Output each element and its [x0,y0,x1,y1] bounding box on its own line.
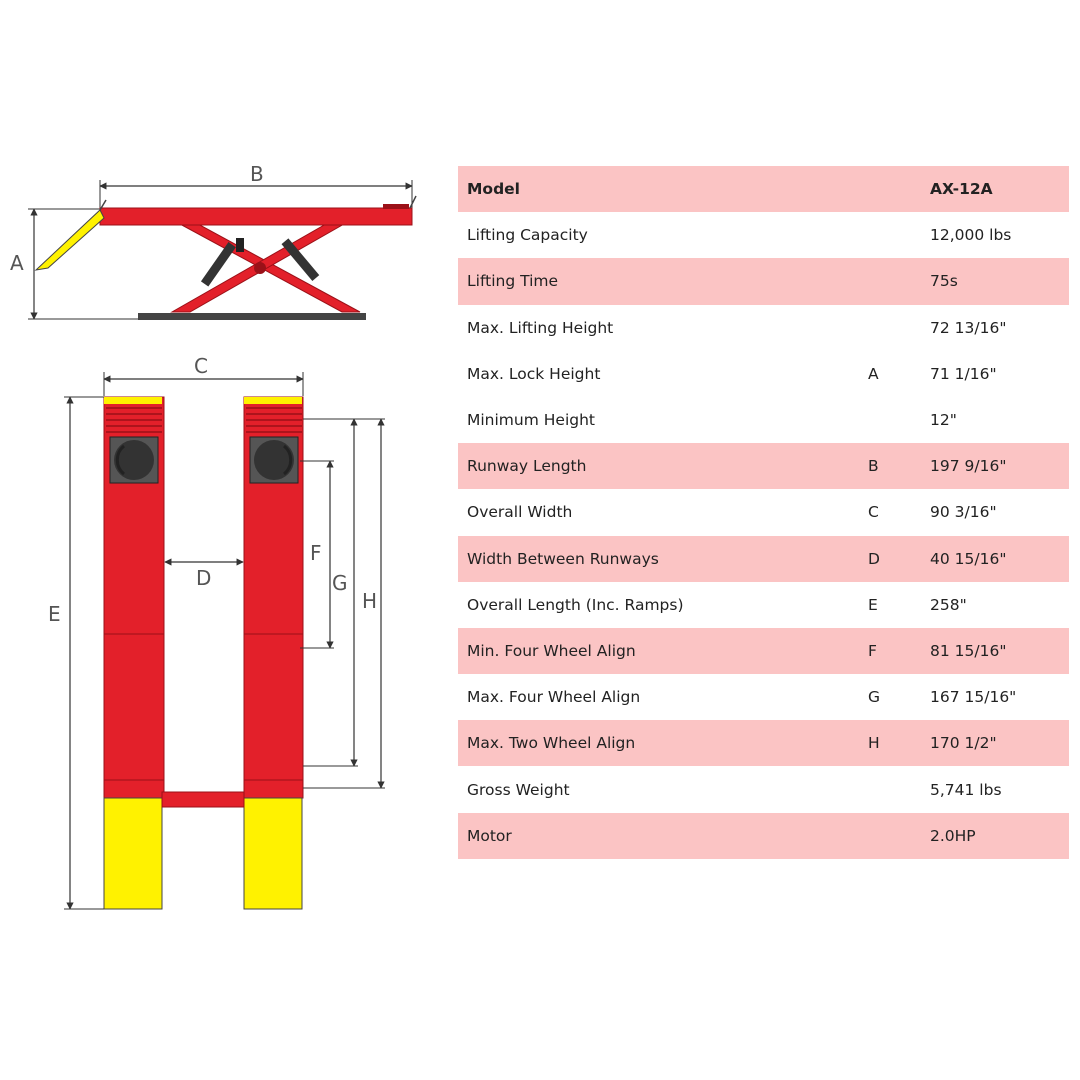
row-value: 2.0HP [930,812,1069,859]
table-row: Overall Width C 90 3/16" [458,489,1069,535]
row-key: C [868,503,879,522]
header-label: Model [458,166,868,213]
row-label: Max. Four Wheel Align [467,688,641,707]
row-key: E [868,595,878,614]
cylinder-right [281,238,320,281]
row-value: 40 15/16" [930,535,1069,582]
table-row: Max. Lock Height A 71 1/16" [458,351,1069,397]
lift-diagram: B A C [10,162,417,910]
cross-member [161,791,245,808]
row-key [868,766,930,812]
row-key: D [868,535,930,582]
table-row: Min. Four Wheel Align F 81 15/16" [458,627,1069,675]
row-value: 12,000 lbs [930,226,1012,245]
table-row: Max. Lifting Height 72 13/16" [458,305,1069,351]
row-key: F [868,627,930,675]
top-view: C [48,354,385,910]
row-label: Runway Length [458,443,868,490]
right-ramp [243,797,303,910]
row-label: Min. Four Wheel Align [458,627,868,675]
row-value: 197 9/16" [930,443,1069,490]
table-row: Width Between Runways D 40 15/16" [458,535,1069,582]
row-label: Lifting Capacity [467,226,588,245]
row-label: Minimum Height [467,411,595,430]
table-row: Minimum Height 12" [458,397,1069,443]
table-row: Runway Length B 197 9/16" [458,443,1069,490]
header-value: AX-12A [930,166,1069,213]
table-row: Overall Length (Inc. Ramps) E 258" [458,582,1069,628]
dim-h-label: H [362,589,377,613]
row-label: Max. Lifting Height [467,318,614,337]
row-value: 90 3/16" [930,503,997,522]
table-row: Lifting Time 75s [458,258,1069,305]
row-label: Overall Width [467,503,573,522]
row-key: H [868,720,930,767]
table-row: Gross Weight 5,741 lbs [458,766,1069,812]
row-value: 12" [930,411,957,430]
table-row: Motor 2.0HP [458,812,1069,859]
dim-f-label: F [310,541,322,565]
dim-a-label: A [10,251,24,275]
dim-c-label: C [194,354,208,378]
dim-g-label: G [332,571,348,595]
side-view: B A [10,162,417,320]
table-row: Max. Two Wheel Align H 170 1/2" [458,720,1069,767]
row-key: B [868,443,930,490]
row-value: 5,741 lbs [930,780,1002,799]
row-key [868,305,930,351]
row-key [868,258,930,305]
spec-table: Model AX-12A Lifting Capacity 12,000 lbs… [458,166,1069,859]
dim-e-label: E [48,602,61,626]
row-label: Max. Two Wheel Align [458,720,868,767]
row-value: 170 1/2" [930,720,1069,767]
table-row: Lifting Capacity 12,000 lbs [458,212,1069,258]
base-plate [138,313,366,320]
row-label: Motor [458,812,868,859]
table-row: Max. Four Wheel Align G 167 15/16" [458,674,1069,720]
cylinder-left [200,242,236,287]
left-ramp [103,797,163,910]
row-label: Overall Length (Inc. Ramps) [467,595,684,614]
row-key [868,397,930,443]
row-value: 72 13/16" [930,318,1007,337]
row-key [868,812,930,859]
header-key [868,166,930,213]
dim-d-label: D [196,566,211,590]
dim-b-label: B [250,162,264,186]
table-header-row: Model AX-12A [458,166,1069,213]
row-key: G [868,688,881,707]
row-label: Lifting Time [458,258,868,305]
row-label: Gross Weight [467,780,570,799]
row-value: 75s [930,258,1069,305]
runway-platform [99,207,413,226]
row-key [868,212,930,258]
row-label: Max. Lock Height [467,364,601,383]
row-value: 71 1/16" [930,364,997,383]
ramp [34,209,105,271]
row-value: 258" [930,595,967,614]
row-value: 167 15/16" [930,688,1017,707]
row-key: A [868,364,879,383]
row-label: Width Between Runways [458,535,868,582]
row-value: 81 15/16" [930,627,1069,675]
